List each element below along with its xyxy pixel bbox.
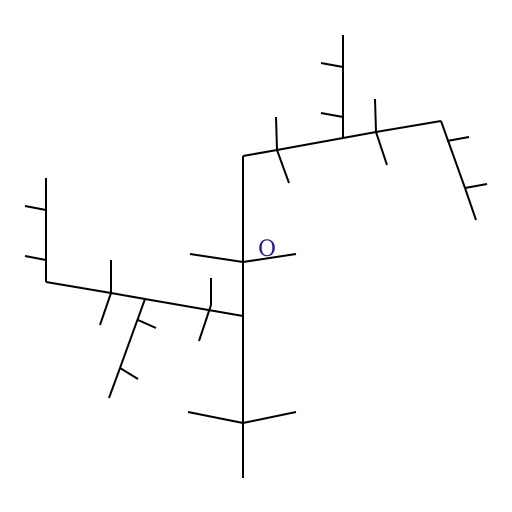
bond-line xyxy=(374,98,377,133)
bond-line xyxy=(375,131,388,166)
bond-line xyxy=(99,292,112,326)
bond-lines xyxy=(24,35,488,478)
oxygen-atom-label: O xyxy=(258,237,276,262)
bond-line xyxy=(242,253,297,263)
bond-line xyxy=(137,319,157,329)
bond-line xyxy=(440,120,466,189)
bond-line xyxy=(198,304,212,342)
bond-line xyxy=(464,187,477,221)
bond-line xyxy=(108,367,121,399)
bond-line xyxy=(320,62,344,68)
bond-line xyxy=(119,367,139,380)
bond-line xyxy=(144,298,244,317)
bond-line xyxy=(276,137,344,151)
bond-line xyxy=(446,136,470,142)
bond-line xyxy=(276,149,290,184)
bond-line xyxy=(275,116,278,151)
bond-line xyxy=(242,149,278,157)
bond-line xyxy=(187,411,244,424)
bond-line xyxy=(24,205,47,211)
bond-line xyxy=(342,131,377,139)
bond-line xyxy=(45,281,112,294)
bond-line xyxy=(189,253,244,263)
bond-line xyxy=(320,112,344,118)
bond-line xyxy=(242,411,297,424)
bond-line xyxy=(464,183,488,189)
bond-line xyxy=(110,292,146,300)
bond-line xyxy=(119,298,146,369)
bond-line xyxy=(375,120,442,133)
bond-line xyxy=(24,255,47,261)
